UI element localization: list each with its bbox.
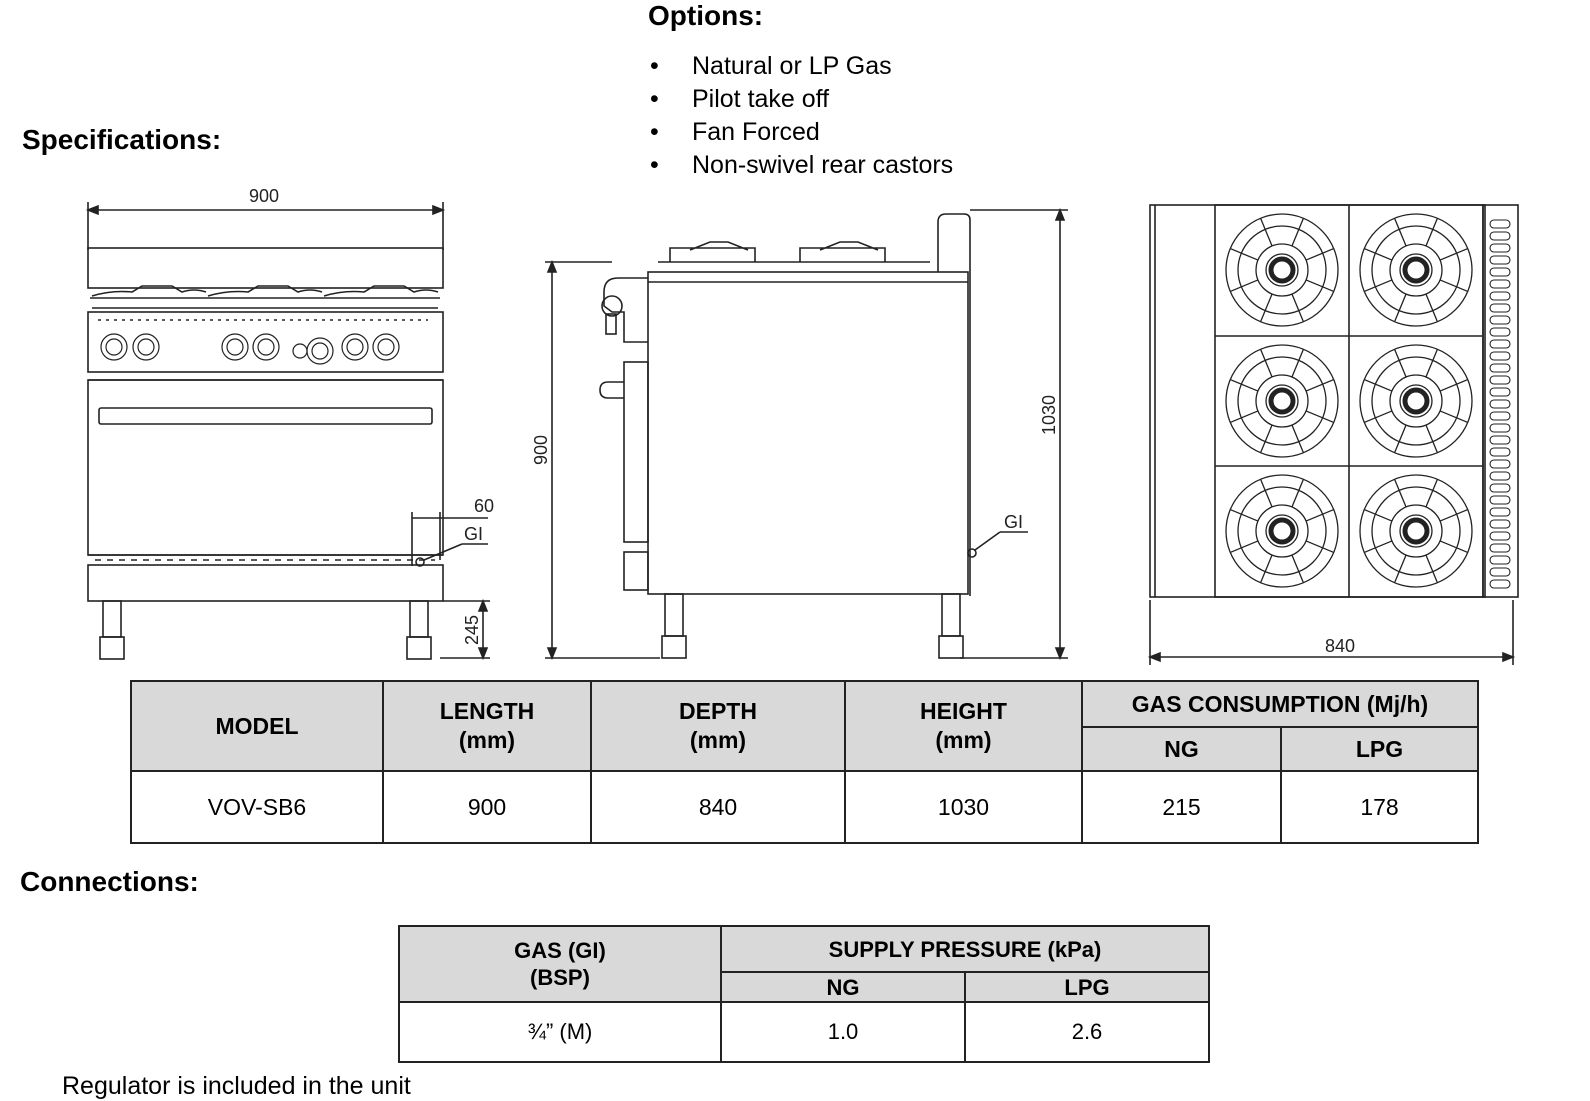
cell-lpg: 178	[1280, 770, 1479, 844]
control-knob-icon	[1489, 399, 1511, 409]
specifications-table: MODEL LENGTH(mm) DEPTH(mm) HEIGHT(mm) GA…	[130, 680, 1479, 844]
header-gas-consumption: GAS CONSUMPTION (Mj/h)	[1081, 680, 1479, 728]
control-knob-icon	[1489, 363, 1511, 373]
control-knob-icon	[1489, 423, 1511, 433]
control-knob-icon	[1489, 339, 1511, 349]
cell-ng: 215	[1081, 770, 1282, 844]
cell-ng: 1.0	[720, 1001, 966, 1063]
option-item: Non-swivel rear castors	[650, 149, 953, 182]
control-knob-icon	[1489, 279, 1511, 289]
control-knob-icon	[1489, 243, 1511, 253]
control-knob-icon	[1489, 567, 1511, 577]
header-lpg: LPG	[1280, 726, 1479, 772]
front-gas-label: GI	[464, 524, 483, 544]
option-item: Natural or LP Gas	[650, 50, 953, 83]
side-total-height-label: 1030	[1039, 395, 1059, 435]
header-ng: NG	[1081, 726, 1282, 772]
header-depth: DEPTH(mm)	[590, 680, 846, 772]
control-knob-icon	[1489, 231, 1511, 241]
control-knob-icon	[1489, 495, 1511, 505]
control-knob-icon	[1489, 315, 1511, 325]
control-knob-icon	[1489, 351, 1511, 361]
control-knob-icon	[1489, 543, 1511, 553]
header-model: MODEL	[130, 680, 384, 772]
cell-lpg: 2.6	[963, 1001, 1211, 1063]
control-knob-icon	[1489, 555, 1511, 565]
header-length: LENGTH(mm)	[382, 680, 592, 772]
control-knob-icon	[1489, 267, 1511, 277]
options-list: Natural or LP Gas Pilot take off Fan For…	[650, 50, 953, 182]
front-view-drawing	[85, 202, 490, 661]
burner-icon	[1225, 474, 1339, 588]
front-offset-label: 60	[474, 496, 494, 516]
burner-icon	[1359, 474, 1473, 588]
control-knob-icon	[1489, 375, 1511, 385]
option-item: Fan Forced	[650, 116, 953, 149]
cell-model: VOV-SB6	[130, 770, 384, 844]
control-knob-icon	[1489, 411, 1511, 421]
options-heading: Options:	[648, 0, 764, 31]
cell-height: 1030	[844, 770, 1083, 844]
side-gas-label: GI	[1004, 512, 1023, 532]
header-ng: NG	[720, 971, 966, 1003]
control-knob-icon	[1489, 579, 1511, 589]
footer-note: Regulator is included in the unit	[62, 1072, 411, 1100]
cell-gas: ¾” (M)	[398, 1001, 722, 1063]
burner-icon	[1225, 344, 1339, 458]
connections-table: GAS (GI)(BSP) SUPPLY PRESSURE (kPa) NG L…	[398, 925, 1211, 1063]
control-knob-icon	[1489, 483, 1511, 493]
cell-depth: 840	[590, 770, 846, 844]
technical-drawings: 900 60 GI 245 900 1030 GI 840	[85, 186, 1519, 665]
side-view-drawing	[545, 207, 1068, 661]
top-view-drawing	[1147, 204, 1519, 665]
control-knob-icon	[1489, 471, 1511, 481]
control-knob-icon	[1489, 327, 1511, 337]
control-knob-icon	[1489, 255, 1511, 265]
table-row: VOV-SB6 900 840 1030 215 178	[130, 770, 1479, 844]
control-knob-icon	[1489, 459, 1511, 469]
header-gas-gi: GAS (GI)(BSP)	[398, 925, 722, 1003]
option-item: Pilot take off	[650, 83, 953, 116]
header-lpg: LPG	[963, 971, 1211, 1003]
control-knob-icon	[1489, 291, 1511, 301]
header-supply-pressure: SUPPLY PRESSURE (kPa)	[719, 925, 1211, 973]
control-knob-icon	[1489, 531, 1511, 541]
control-knob-icon	[1489, 519, 1511, 529]
header-height: HEIGHT(mm)	[844, 680, 1083, 772]
specifications-heading: Specifications:	[22, 124, 222, 155]
table-row: ¾” (M) 1.0 2.6	[398, 1001, 1211, 1063]
side-height-label: 900	[531, 435, 551, 465]
control-knob-icon	[1489, 507, 1511, 517]
cell-length: 900	[382, 770, 592, 844]
control-knob-icon	[1489, 303, 1511, 313]
control-knob-icon	[1489, 435, 1511, 445]
top-depth-label: 840	[1325, 636, 1355, 656]
burner-icon	[1225, 213, 1339, 327]
front-width-label: 900	[249, 186, 279, 206]
control-knob-icon	[1489, 447, 1511, 457]
burner-icon	[1359, 213, 1473, 327]
control-knob-icon	[1489, 219, 1511, 229]
front-leg-label: 245	[462, 615, 482, 645]
burner-icon	[1359, 344, 1473, 458]
connections-heading: Connections:	[20, 866, 199, 897]
control-knob-icon	[1489, 387, 1511, 397]
